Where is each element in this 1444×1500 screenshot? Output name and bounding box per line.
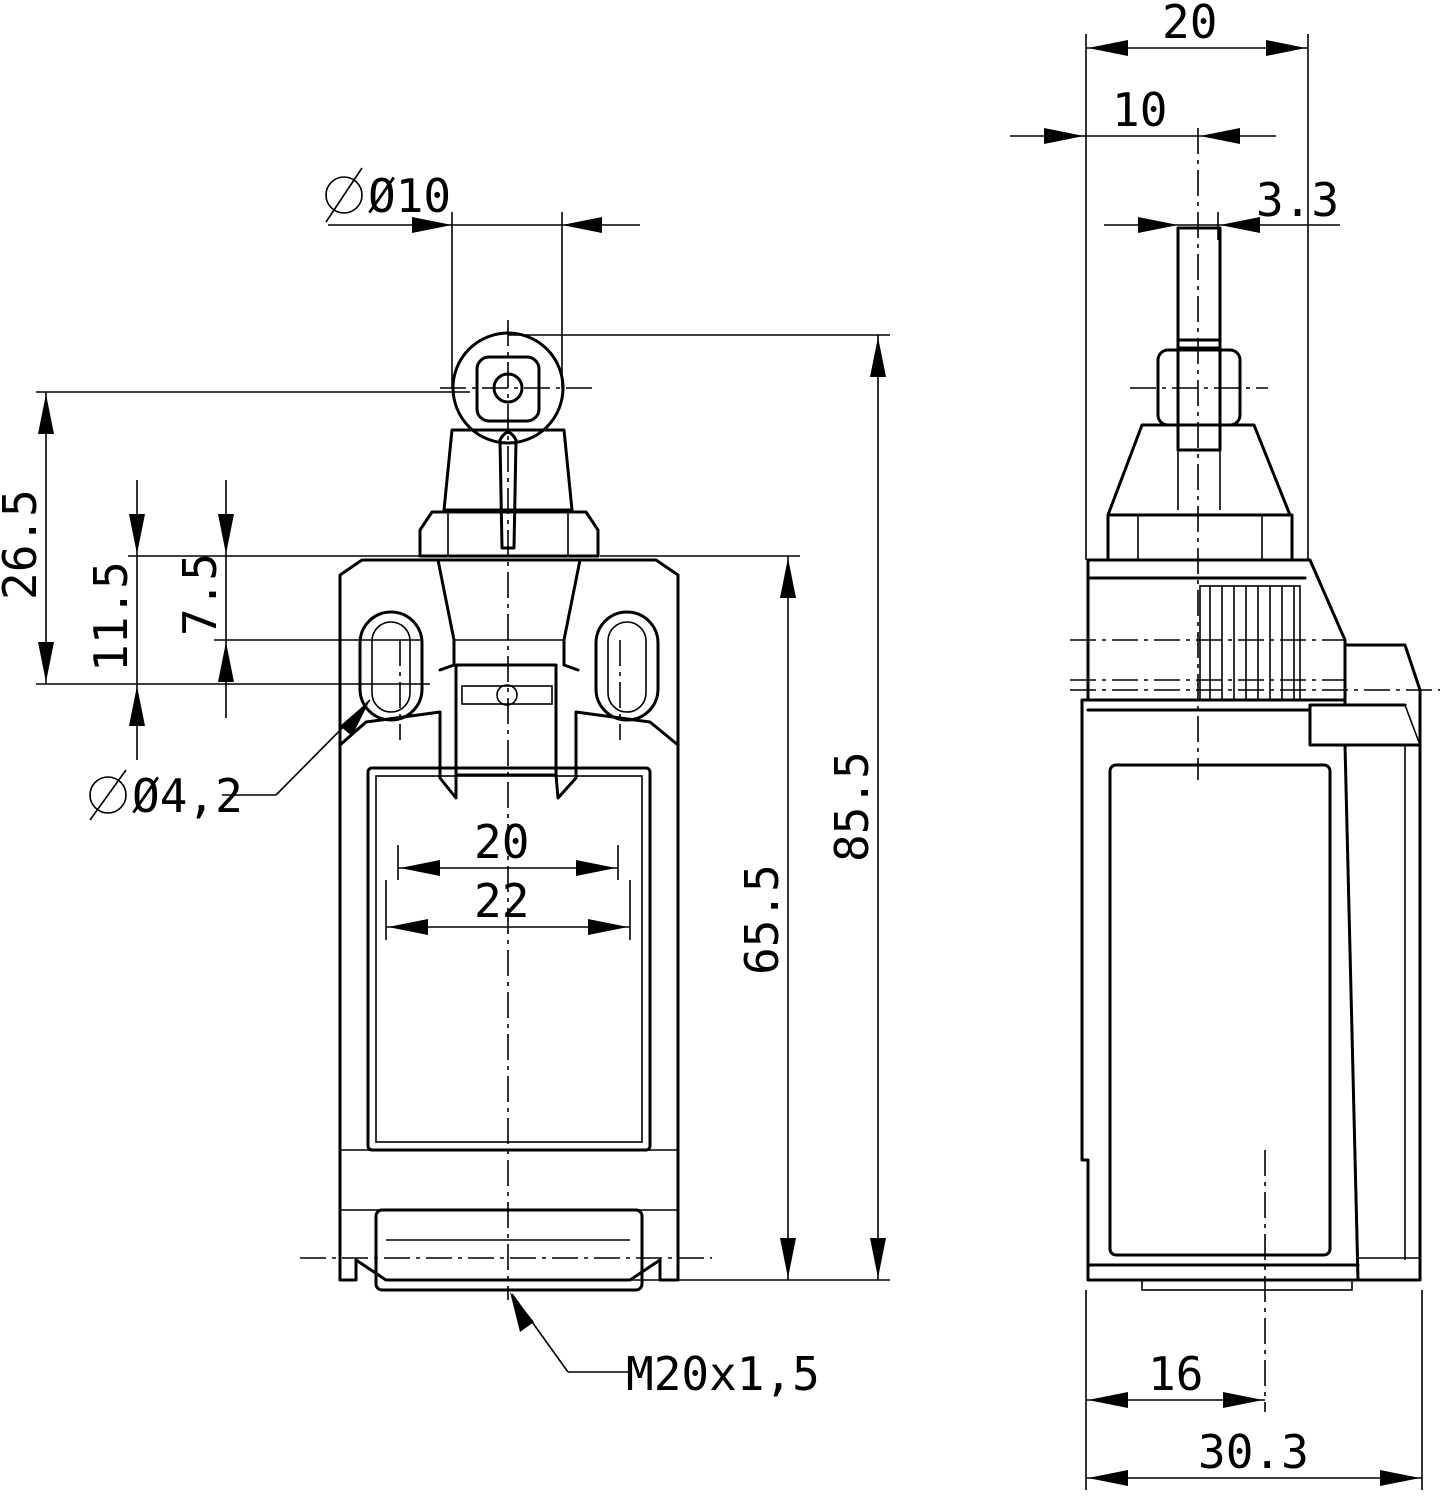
side-bottom-offset-label: 16 <box>1148 1347 1203 1401</box>
mount-upper-offset-label: 11.5 <box>84 561 138 672</box>
front-dimensions: Ø10 85.5 65.5 26.5 11.5 7.5 <box>0 167 890 1401</box>
side-top-width-label: 20 <box>1162 0 1217 49</box>
overall-height-label: 85.5 <box>825 751 879 862</box>
side-view <box>1070 128 1440 1412</box>
mount-lower-offset-label: 7.5 <box>173 553 227 636</box>
side-ribs <box>1199 585 1301 701</box>
body-height-label: 65.5 <box>735 864 789 975</box>
side-half-width-label: 10 <box>1112 83 1167 137</box>
inner-width-large-label: 22 <box>474 874 529 928</box>
mount-hole-diameter-label: Ø4,2 <box>132 769 243 823</box>
actuator-height-label: 26.5 <box>0 489 47 600</box>
cable-thread-label: M20x1,5 <box>626 1347 820 1401</box>
side-dimensions: 20 10 3.3 16 30.3 <box>1010 0 1423 1490</box>
side-overall-depth-label: 30.3 <box>1198 1425 1309 1479</box>
side-plunger-offset-label: 3.3 <box>1256 173 1339 227</box>
roller-diameter-label: Ø10 <box>368 169 451 223</box>
inner-width-small-label: 20 <box>474 815 529 869</box>
front-view <box>300 320 712 1300</box>
